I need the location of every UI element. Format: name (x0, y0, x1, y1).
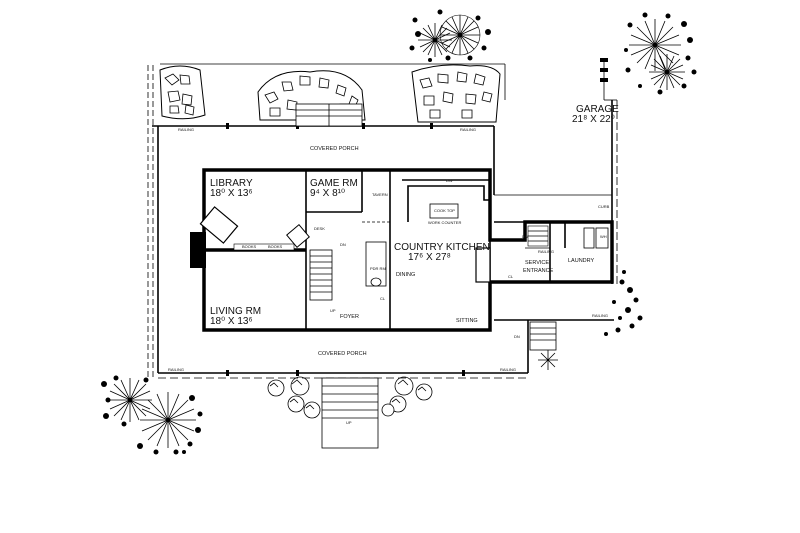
tree-bottom-left-2 (140, 392, 196, 448)
tree-top-right-2 (649, 54, 685, 90)
laundry-label: LAUNDRY (568, 258, 595, 264)
railing-side: RAILING (592, 313, 608, 318)
railing-top-left: RAILING (178, 127, 194, 132)
entrance-label: ENTRANCE (523, 268, 554, 274)
up-front: UP (346, 420, 352, 425)
house-walls (190, 168, 614, 332)
books-left: BOOKS (242, 244, 257, 249)
room-labels: LIBRARY 18⁰ X 13⁶ GAME RM 9⁴ X 8¹⁰ LIVIN… (168, 104, 619, 425)
curb-label: CURB (598, 204, 610, 209)
wh-label: WH (600, 234, 607, 239)
game-room-size: 9⁴ X 8¹⁰ (310, 188, 345, 199)
up-stairs: UP (330, 308, 336, 313)
covered-porch-top: COVERED PORCH (310, 146, 359, 152)
living-room-size: 18⁰ X 13⁶ (210, 316, 253, 327)
tavern-label: TAVERN (372, 192, 388, 197)
cl-service: CL (508, 274, 514, 279)
railing-top-right: RAILING (460, 127, 476, 132)
railing-bottom-right: RAILING (500, 367, 516, 372)
tree-bottom-left (108, 378, 152, 422)
shrub-front-left (267, 376, 321, 419)
dn-service: DN (522, 234, 528, 239)
stone-planter-left (159, 65, 206, 120)
game-room-name: GAME RM (310, 178, 358, 189)
railing-bottom-left: RAILING (168, 367, 184, 372)
tree-dots (101, 9, 697, 455)
service-stairs (527, 225, 549, 247)
sitting-label: SITTING (456, 318, 478, 324)
garage-size: 21⁸ X 22⁰ (572, 114, 615, 125)
side-steps (529, 321, 557, 351)
cook-top-label: COOK TOP (434, 208, 455, 213)
library-name: LIBRARY (210, 178, 253, 189)
railing-service: RAILING (538, 249, 554, 254)
shrub-side-entry (538, 350, 558, 370)
books-right: BOOKS (268, 244, 283, 249)
garage-name: GARAGE (576, 104, 619, 115)
stone-planter-right (411, 64, 501, 123)
work-counter-label: WORK COUNTER (428, 220, 461, 225)
dn-side: DN (514, 334, 520, 339)
dw-label: DW (446, 178, 453, 183)
tree-top-center-2 (418, 23, 452, 57)
porch-outlines (147, 63, 614, 449)
desk-label: DESK (314, 226, 325, 231)
kitchen-name: COUNTRY KITCHEN (394, 242, 490, 253)
cl-foyer: CL (380, 296, 386, 301)
dn-foyer: DN (340, 242, 346, 247)
tree-top-center (439, 14, 481, 56)
foyer-label: FOYER (340, 314, 359, 320)
dining-label: DINING (396, 272, 415, 278)
service-label: SERVICE (525, 260, 549, 266)
garage (494, 58, 618, 284)
tree-top-right (629, 19, 681, 71)
living-room-name: LIVING RM (210, 306, 261, 317)
library-size: 18⁰ X 13⁶ (210, 188, 253, 199)
main-stairs (309, 249, 333, 301)
pwdr-label: PDR RM (370, 266, 386, 271)
kitchen-size: 17⁶ X 27⁸ (408, 252, 451, 263)
shrub-front-right (381, 376, 433, 417)
porch-steps-front (321, 377, 379, 449)
covered-porch-bottom: COVERED PORCH (318, 351, 367, 357)
porch-steps-top (295, 103, 363, 127)
